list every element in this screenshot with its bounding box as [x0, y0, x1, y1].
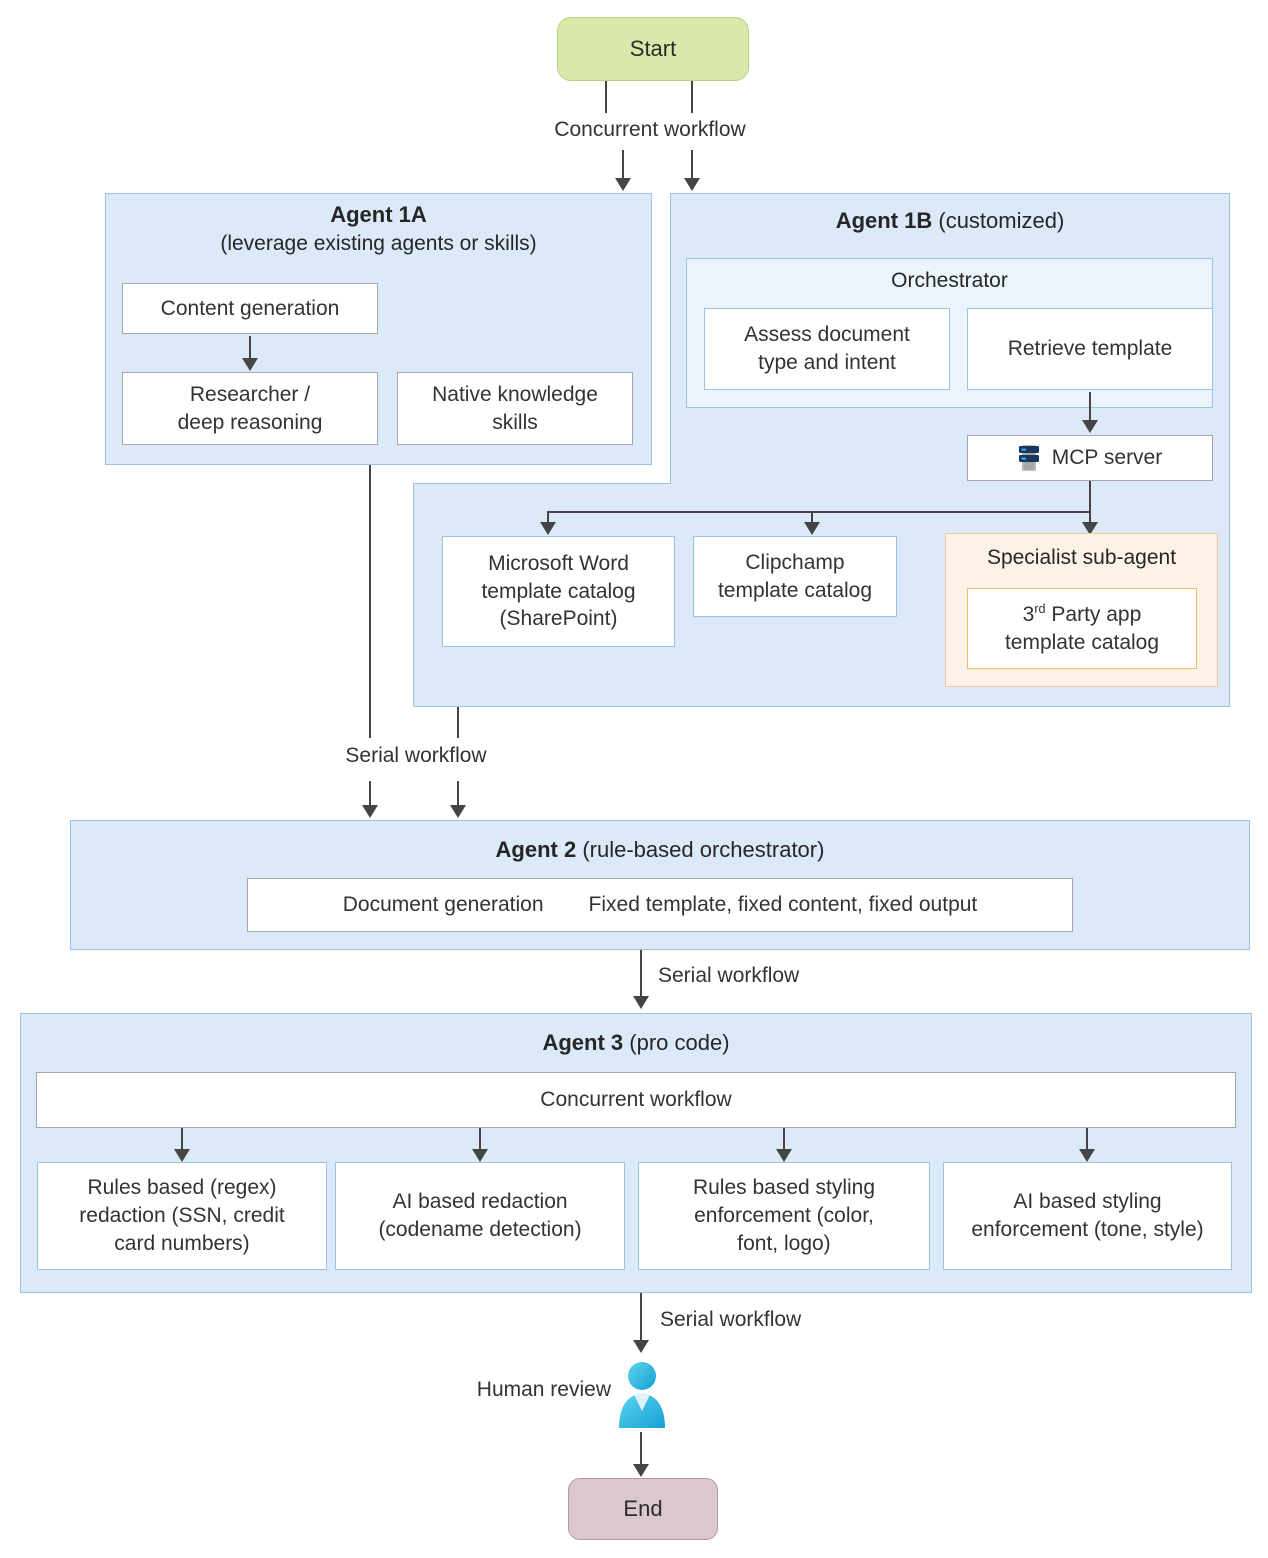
- clipchamp-catalog-label: Clipchamp template catalog: [717, 550, 873, 602]
- agent-1a-subtitle: (leverage existing agents or skills): [220, 232, 537, 255]
- connector-branch-word: [547, 513, 549, 523]
- label-serial-workflow-2: Serial workflow: [658, 964, 800, 987]
- agent-1b-title: Agent 1B: [835, 208, 933, 233]
- concurrent-workflow-label: Concurrent workflow: [540, 1088, 732, 1112]
- native-knowledge-label: Native knowledge skills: [432, 382, 598, 434]
- ai-styling-label: AI based styling enforcement (tone, styl…: [971, 1190, 1204, 1241]
- arrowhead-branch-clipchamp: [804, 522, 820, 535]
- arrowhead-content-to-researcher: [242, 358, 258, 371]
- start-node: Start: [557, 17, 749, 81]
- connector-mcp-branch: [547, 511, 1091, 513]
- ai-styling-box: AI based styling enforcement (tone, styl…: [943, 1162, 1232, 1270]
- label-serial-workflow-3: Serial workflow: [660, 1308, 802, 1331]
- connector-agent1a-to-agent2: [369, 781, 371, 806]
- connector-start-right: [691, 81, 693, 113]
- arrowhead-to-agent1a: [615, 178, 631, 191]
- assess-document-box: Assess document type and intent: [704, 308, 950, 390]
- third-party-catalog-line1: 3rd Party app: [1022, 601, 1142, 626]
- connector-human-to-end: [640, 1432, 642, 1465]
- connector-branch-clipchamp: [811, 513, 813, 523]
- regex-redaction-box: Rules based (regex) redaction (SSN, cred…: [37, 1162, 327, 1270]
- agent-2-task-box: Document generation Fixed template, fixe…: [247, 878, 1073, 932]
- connector-agent1b-to-agent2: [457, 781, 459, 806]
- agent-2-subtitle: (rule-based orchestrator): [582, 837, 825, 862]
- connector-task-1: [181, 1128, 183, 1150]
- connector-agent3-to-human: [640, 1293, 642, 1341]
- connector-branch-specialist: [1089, 513, 1091, 523]
- ai-redaction-label: AI based redaction (codename detection): [378, 1190, 582, 1241]
- arrowhead-task-4: [1079, 1149, 1095, 1162]
- word-template-catalog-box: Microsoft Word template catalog (SharePo…: [442, 536, 675, 647]
- human-review-label: Human review: [476, 1378, 611, 1401]
- arrowhead-task-2: [472, 1149, 488, 1162]
- arrowhead-branch-specialist: [1082, 522, 1098, 535]
- server-icon: [1018, 445, 1039, 471]
- connector-task-4: [1086, 1128, 1088, 1150]
- agent-1a-title: Agent 1A: [330, 202, 427, 227]
- end-label: End: [623, 1496, 663, 1522]
- person-icon: [615, 1360, 669, 1430]
- agent-3-title: Agent 3: [542, 1030, 624, 1055]
- mcp-server-box: MCP server: [967, 435, 1213, 481]
- mcp-server-label: MCP server: [1051, 446, 1163, 470]
- content-generation-label: Content generation: [160, 296, 340, 320]
- clipchamp-catalog-box: Clipchamp template catalog: [693, 536, 897, 617]
- third-party-catalog-line2: template catalog: [1004, 630, 1160, 654]
- arrowhead-task-3: [776, 1149, 792, 1162]
- end-node: End: [568, 1478, 718, 1540]
- connector-content-to-researcher: [249, 336, 251, 360]
- agent-2-title: Agent 2: [495, 837, 577, 862]
- start-label: Start: [629, 36, 677, 62]
- researcher-label: Researcher / deep reasoning: [177, 382, 323, 434]
- label-concurrent-workflow-top: Concurrent workflow: [554, 118, 746, 141]
- regex-redaction-label: Rules based (regex) redaction (SSN, cred…: [79, 1176, 285, 1255]
- retrieve-template-label: Retrieve template: [1007, 337, 1173, 361]
- connector-task-2: [479, 1128, 481, 1150]
- arrowhead-branch-word: [540, 522, 556, 535]
- connector-mcp-down: [1089, 481, 1091, 512]
- orchestrator-title: Orchestrator: [891, 269, 1008, 292]
- rules-styling-label: Rules based styling enforcement (color, …: [692, 1176, 876, 1255]
- assess-document-label: Assess document type and intent: [744, 323, 910, 374]
- connector-to-agent1a: [622, 150, 624, 179]
- connector-start-left: [605, 81, 607, 113]
- arrowhead-agent1b-to-agent2: [450, 805, 466, 818]
- agent-3-subtitle: (pro code): [629, 1030, 730, 1055]
- content-generation-box: Content generation: [122, 283, 378, 334]
- arrowhead-retrieve-to-mcp: [1082, 420, 1098, 433]
- native-knowledge-box: Native knowledge skills: [397, 372, 633, 445]
- arrowhead-human-to-end: [633, 1464, 649, 1477]
- specialist-subagent-title: Specialist sub-agent: [986, 546, 1177, 569]
- ai-redaction-box: AI based redaction (codename detection): [335, 1162, 625, 1270]
- arrowhead-agent3-to-human: [633, 1340, 649, 1353]
- retrieve-template-box: Retrieve template: [967, 308, 1213, 390]
- researcher-box: Researcher / deep reasoning: [122, 372, 378, 445]
- fixed-template-label: Fixed template, fixed content, fixed out…: [588, 893, 978, 917]
- rules-styling-box: Rules based styling enforcement (color, …: [638, 1162, 930, 1270]
- arrowhead-agent1a-to-agent2: [362, 805, 378, 818]
- arrowhead-to-agent1b: [684, 178, 700, 191]
- connector-retrieve-to-mcp: [1089, 392, 1091, 421]
- connector-task-3: [783, 1128, 785, 1150]
- connector-to-agent1b: [691, 150, 693, 179]
- arrowhead-agent2-to-agent3: [633, 996, 649, 1009]
- arrowhead-task-1: [174, 1149, 190, 1162]
- agent-1b-subtitle: (customized): [938, 208, 1065, 233]
- connector-agent2-to-agent3: [640, 950, 642, 997]
- document-generation-label: Document generation: [342, 893, 544, 917]
- label-serial-workflow-1: Serial workflow: [345, 744, 487, 767]
- connector-agent1b-down: [457, 707, 459, 738]
- concurrent-workflow-box: Concurrent workflow: [36, 1072, 1236, 1128]
- connector-agent1a-down: [369, 465, 371, 738]
- third-party-catalog-box: 3rd Party app template catalog: [967, 588, 1197, 669]
- word-template-catalog-label: Microsoft Word template catalog (SharePo…: [481, 551, 636, 631]
